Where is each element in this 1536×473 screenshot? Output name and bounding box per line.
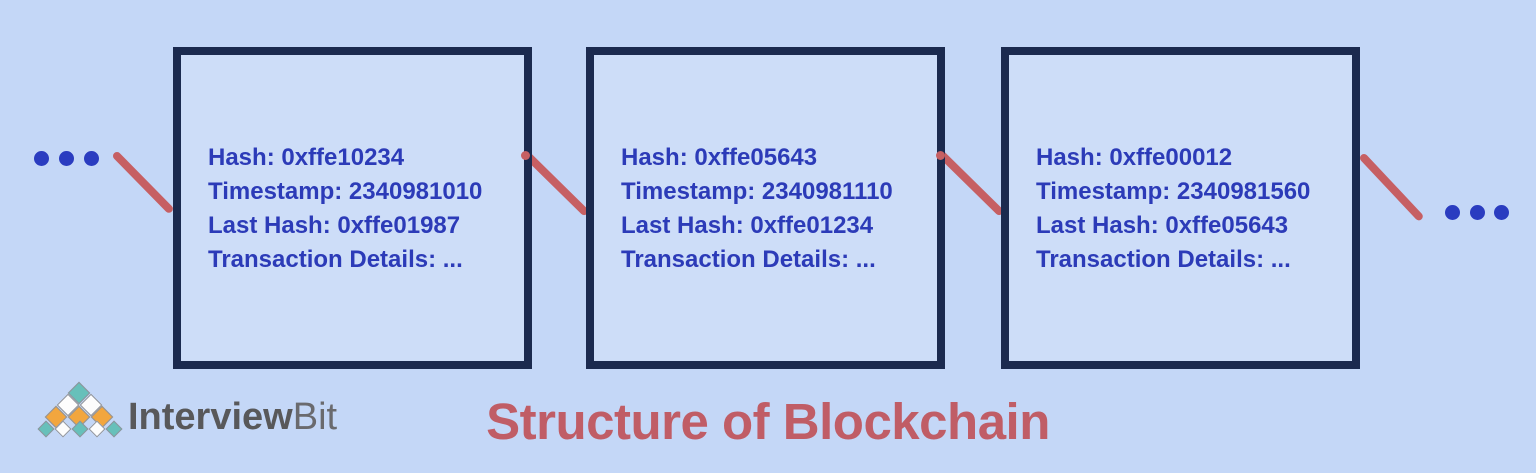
block-2: Hash: 0xffe05643 Timestamp: 2340981110 L… [586,47,945,369]
interviewbit-logo-icon [37,381,130,446]
block-last-hash: Last Hash: 0xffe05643 [1036,212,1289,239]
block-hash: Hash: 0xffe00012 [1036,144,1233,171]
page-title: Structure of Blockchain [486,393,1050,450]
block-timestamp: Timestamp: 2340981010 [208,178,483,205]
block-transaction-details: Transaction Details: ... [621,246,876,273]
block-timestamp: Timestamp: 2340981560 [1036,178,1311,205]
logo-diamond [105,420,123,438]
block-hash: Hash: 0xffe05643 [621,144,818,171]
block-1-fields: Hash: 0xffe10234 Timestamp: 2340981010 L… [208,141,482,277]
block-transaction-details: Transaction Details: ... [208,246,463,273]
right-ellipsis-dot-icon [1494,205,1509,220]
block-last-hash: Last Hash: 0xffe01234 [621,212,874,239]
left-ellipsis-dot-icon [34,151,49,166]
brand-bit-text: Bit [292,396,338,438]
right-ellipsis-dot-icon [1470,205,1485,220]
brand-interview-text: Interview [128,396,293,438]
interviewbit-wordmark: InterviewBit [128,396,337,438]
left-ellipsis-dot-icon [84,151,99,166]
block-1: Hash: 0xffe10234 Timestamp: 2340981010 L… [173,47,532,369]
block-2-fields: Hash: 0xffe05643 Timestamp: 2340981110 L… [621,141,893,277]
block-transaction-details: Transaction Details: ... [1036,246,1291,273]
chain-connector-line [111,150,175,215]
chain-connector-cap [521,151,530,160]
block-hash: Hash: 0xffe10234 [208,144,405,171]
right-ellipsis-dot-icon [1445,205,1460,220]
chain-connector-line [1358,152,1425,222]
block-last-hash: Last Hash: 0xffe01987 [208,212,461,239]
block-timestamp: Timestamp: 2340981110 [621,178,893,205]
block-3: Hash: 0xffe00012 Timestamp: 2340981560 L… [1001,47,1360,369]
left-ellipsis-dot-icon [59,151,74,166]
chain-connector-cap [936,151,945,160]
chain-connector-line [936,149,1005,217]
block-3-fields: Hash: 0xffe00012 Timestamp: 2340981560 L… [1036,141,1310,277]
